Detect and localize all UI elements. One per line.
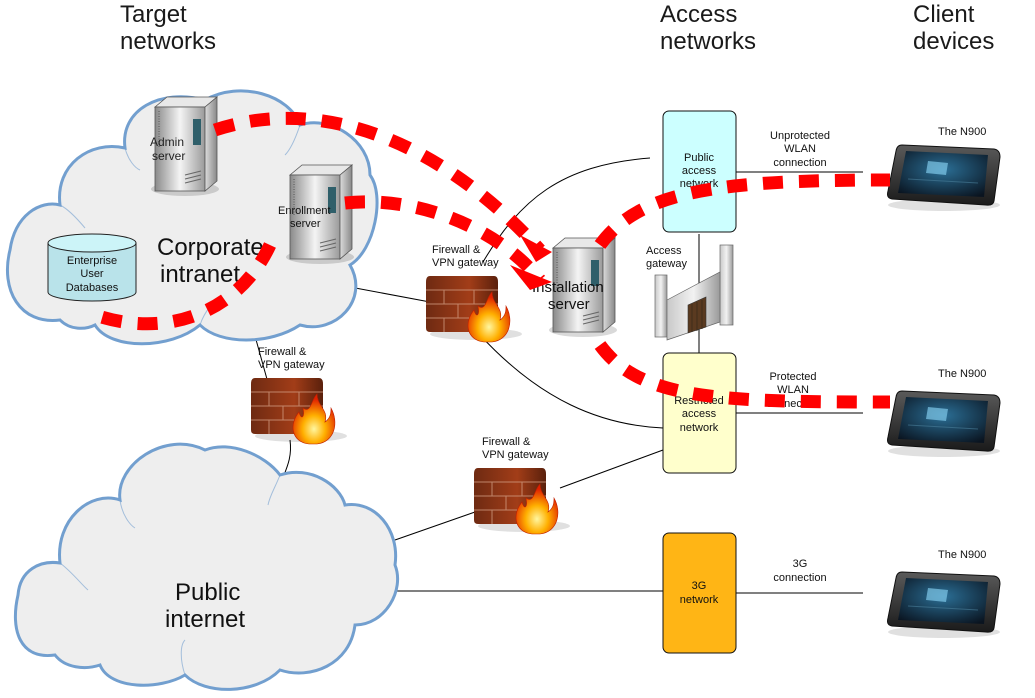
unprotected-wlan-label: Unprotected WLAN connection bbox=[770, 130, 830, 169]
firewall-label: VPN gateway bbox=[258, 359, 325, 371]
flow-enrollment-to-installation bbox=[344, 195, 546, 285]
header-line: Access bbox=[660, 1, 737, 28]
flow-installation-to-unprotected-device bbox=[594, 173, 891, 249]
gateway-label: gateway bbox=[646, 258, 687, 270]
flow-arrowheads bbox=[510, 235, 552, 290]
firewall-top: Firewall & VPN gateway bbox=[425, 244, 523, 343]
firewall-label: Firewall & bbox=[482, 436, 531, 448]
connection-label: 3G bbox=[793, 558, 808, 570]
server-label: server bbox=[290, 218, 321, 230]
header-line: devices bbox=[913, 28, 994, 55]
phone-icon bbox=[887, 144, 1001, 212]
public-access-network: Public access network bbox=[662, 110, 737, 233]
client-device-1: The N900 bbox=[887, 126, 1001, 212]
firewall-label: VPN gateway bbox=[482, 449, 549, 461]
castle-icon bbox=[654, 244, 734, 341]
network-label: access bbox=[682, 408, 717, 420]
cloud-label: Public bbox=[175, 579, 240, 606]
link-intranet-firewall bbox=[349, 286, 431, 303]
network-label: Public bbox=[684, 152, 714, 164]
firewall-icon bbox=[250, 377, 348, 445]
database-label: Enterprise bbox=[67, 255, 117, 267]
provisioning-flows bbox=[92, 111, 891, 409]
restricted-access-network: Restricted access network bbox=[662, 352, 737, 474]
database-enterprise-users: Enterprise User Databases bbox=[47, 233, 137, 302]
network-label: 3G bbox=[692, 580, 707, 592]
device-label: The N900 bbox=[938, 368, 986, 380]
device-label: The N900 bbox=[938, 126, 986, 138]
header-line: Client bbox=[913, 1, 975, 28]
link-public-bottom-firewall bbox=[394, 511, 476, 541]
gateway-label: Access bbox=[646, 245, 682, 257]
firewall-left: Firewall & VPN gateway bbox=[250, 346, 348, 445]
header-line: networks bbox=[660, 28, 756, 55]
header-line: networks bbox=[120, 28, 216, 55]
phone-icon bbox=[887, 390, 1001, 458]
server-label: server bbox=[548, 296, 590, 313]
device-label: The N900 bbox=[938, 549, 986, 561]
cloud-label: Corporate bbox=[157, 234, 264, 261]
firewall-label: Firewall & bbox=[432, 244, 481, 256]
cloud-public-internet: Public internet bbox=[13, 442, 400, 691]
connection-label: WLAN bbox=[777, 384, 809, 396]
link-bottom-firewall-restricted bbox=[559, 449, 664, 489]
network-label: network bbox=[680, 594, 719, 606]
firewall-bottom: Firewall & VPN gateway bbox=[473, 436, 571, 535]
database-label: User bbox=[80, 268, 104, 280]
connection-label: connection bbox=[773, 572, 826, 584]
network-label: network bbox=[680, 422, 719, 434]
connection-label: WLAN bbox=[784, 143, 816, 155]
header-client-devices: Client devices bbox=[913, 1, 994, 55]
access-gateway: Access gateway bbox=[646, 244, 734, 341]
network-label: access bbox=[682, 165, 717, 177]
server-label: Installation bbox=[532, 279, 604, 296]
connection-label: connection bbox=[773, 157, 826, 169]
cloud-label: intranet bbox=[160, 261, 240, 288]
phone-icon bbox=[887, 571, 1001, 639]
client-device-2: The N900 bbox=[887, 368, 1001, 458]
flow-installation-to-protected-device bbox=[594, 341, 891, 409]
firewall-icon bbox=[425, 275, 523, 343]
header-target-networks: Target networks bbox=[120, 1, 216, 55]
client-device-3: The N900 bbox=[887, 549, 1001, 639]
header-access-networks: Access networks bbox=[660, 1, 756, 55]
firewall-label: Firewall & bbox=[258, 346, 307, 358]
arrowhead-icon bbox=[520, 235, 552, 262]
arrowhead-icon bbox=[510, 265, 552, 290]
server-label: Enrollment bbox=[278, 205, 331, 217]
server-label: Admin bbox=[150, 135, 184, 149]
link-left-firewall-public bbox=[283, 439, 291, 476]
3g-network: 3G network bbox=[662, 532, 737, 654]
firewall-icon bbox=[473, 467, 571, 535]
admin-server: Admin server bbox=[150, 96, 220, 197]
flow-admin-to-installation bbox=[212, 111, 545, 255]
server-label: server bbox=[152, 149, 185, 163]
header-line: Target bbox=[120, 1, 187, 28]
installation-server: Installation server bbox=[532, 237, 618, 338]
3g-connection-label: 3G connection bbox=[773, 558, 826, 584]
enrollment-server: Enrollment server bbox=[278, 164, 355, 265]
connection-label: Protected bbox=[769, 371, 816, 383]
firewall-label: VPN gateway bbox=[432, 257, 499, 269]
link-firewall-restricted bbox=[479, 334, 664, 429]
database-label: Databases bbox=[66, 282, 119, 294]
connection-label: Unprotected bbox=[770, 130, 830, 142]
cloud-label: internet bbox=[165, 606, 245, 633]
